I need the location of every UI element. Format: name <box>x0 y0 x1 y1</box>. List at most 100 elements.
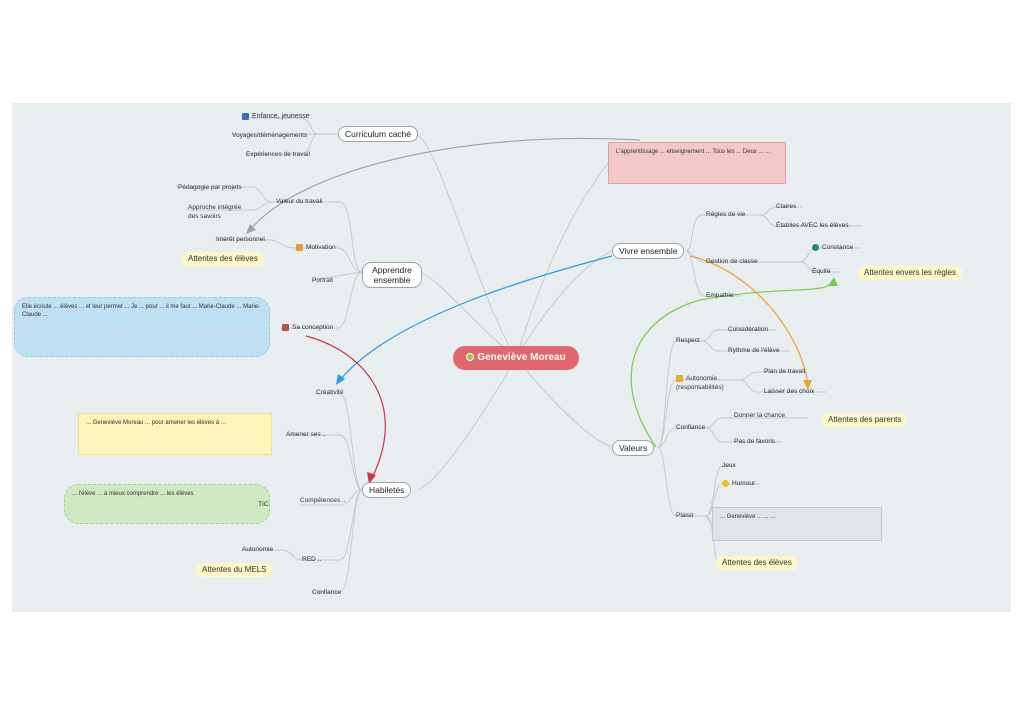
subtopic-regles[interactable]: Règles de vie <box>706 210 745 219</box>
subtopic-label: Voyages/déménagements <box>232 132 308 139</box>
subtopic-empathie[interactable]: Empathie <box>706 291 733 300</box>
subtopic-label: Confiance <box>312 589 342 596</box>
subtopic-label: Sa conception <box>292 324 334 331</box>
subtopic-autonomie-left[interactable]: Autonomie <box>242 545 273 554</box>
subtopic-label: Confiance <box>676 424 706 431</box>
note-gray[interactable]: ... Geneviève ... ... ... <box>712 507 882 541</box>
subtopic-label: Rythme de l'élève <box>728 347 780 354</box>
subtopic-interet[interactable]: Intérêt personnel <box>216 235 265 244</box>
person-icon <box>282 323 289 331</box>
note-text: L'apprentissage ... enseignement ... Tou… <box>616 149 771 155</box>
subtopic-constance[interactable]: Constance <box>812 243 853 252</box>
subtopic-label: Autonomie <box>242 546 274 553</box>
subtopic-autonomie[interactable]: Autonomie (responsabilités) <box>676 374 738 392</box>
note-text: ... Geneviève ... ... ... <box>720 514 776 520</box>
note-green[interactable]: ... l'élève ... à mieux comprendre ... l… <box>64 484 270 524</box>
subtopic-enfance[interactable]: Enfance, jeunesse <box>242 112 310 121</box>
callout-attentes-eleves-right[interactable]: Attentes des élèves <box>716 556 798 570</box>
subtopic-label: Établies AVEC les élèves <box>776 222 849 229</box>
callout-label: Attentes du MELS <box>202 565 267 574</box>
note-blue[interactable]: Elle écoute ... élèves ... et leur perme… <box>14 297 270 357</box>
subtopic-label: Créativité <box>316 389 344 396</box>
note-red[interactable]: L'apprentissage ... enseignement ... Tou… <box>608 142 786 184</box>
subtopic-gestion[interactable]: Gestion de classe <box>706 257 758 266</box>
subtopic-confiance[interactable]: Confiance <box>676 423 705 432</box>
subtopic-pedagogie-projets[interactable]: Pédagogie par projets <box>178 183 242 192</box>
subtopic-consideration[interactable]: Considération <box>728 325 768 334</box>
callout-attentes-eleves-left[interactable]: Attentes des élèves <box>182 252 264 266</box>
subtopic-valeur-travail[interactable]: Valeur du travail <box>276 197 323 206</box>
subtopic-label: Laisser des choix <box>764 388 815 395</box>
topic-valeurs[interactable]: Valeurs <box>612 440 655 456</box>
subtopic-label: Gestion de classe <box>706 258 758 265</box>
subtopic-etablies[interactable]: Établies AVEC les élèves <box>776 221 849 230</box>
topic-marker-icon <box>466 353 475 362</box>
central-topic-label: Geneviève Moreau <box>477 352 566 363</box>
subtopic-respect[interactable]: Respect <box>676 336 700 345</box>
topic-habiletes-label: Habiletés <box>369 485 405 495</box>
subtopic-confiance-left[interactable]: Confiance <box>312 588 341 597</box>
hand-icon <box>296 243 303 251</box>
subtopic-label: Respect <box>676 337 700 344</box>
note-text: Elle écoute ... élèves ... et leur perme… <box>22 304 261 318</box>
subtopic-label: RED .. <box>302 556 322 563</box>
subtopic-label: Empathie <box>706 292 734 299</box>
subtopic-plan-travail[interactable]: Plan de travail <box>764 367 805 376</box>
subtopic-portrait[interactable]: Portrait <box>312 276 333 285</box>
subtopic-label: Autonomie (responsabilités) <box>676 375 724 391</box>
subtopic-conception[interactable]: Sa conception <box>282 323 333 332</box>
callout-label: Attentes des élèves <box>722 558 792 567</box>
subtopic-label: Motivation <box>306 244 336 251</box>
subtopic-favoris[interactable]: Pas de favoris <box>734 437 775 446</box>
subtopic-creativite[interactable]: Créativité <box>316 388 343 397</box>
subtopic-claires[interactable]: Claires <box>776 202 796 211</box>
topic-valeurs-label: Valeurs <box>619 443 648 453</box>
tic-label: TIC <box>258 501 269 508</box>
subtopic-label: Approche intégrée des savoirs <box>188 204 242 220</box>
note-yellow[interactable]: ... Geneviève Moreau ... pour amener les… <box>78 413 272 455</box>
topic-vivre-label: Vivre ensemble <box>619 246 678 256</box>
subtopic-rythme[interactable]: Rythme de l'élève <box>728 346 779 355</box>
subtopic-label: Compétences .. <box>300 497 346 504</box>
subtopic-label: Pédagogie par projets <box>178 184 242 191</box>
subtopic-plaisir[interactable]: Plaisir <box>676 511 694 520</box>
subtopic-voyages[interactable]: Voyages/déménagements <box>232 131 307 140</box>
subtopic-label: Amener ses .. <box>286 431 327 438</box>
callout-attentes-parents[interactable]: Attentes des parents <box>822 413 908 427</box>
subtopic-label: Expériences de travail <box>246 151 310 158</box>
callout-label: Attentes des parents <box>828 415 902 424</box>
topic-vivre-ensemble[interactable]: Vivre ensemble <box>612 243 685 259</box>
subtopic-label: Considération <box>728 326 769 333</box>
label-tic[interactable]: TIC <box>258 500 268 509</box>
subtopic-label: Règles de vie <box>706 211 746 218</box>
subtopic-red[interactable]: RED .. <box>302 555 321 564</box>
subtopic-approche-integree[interactable]: Approche intégrée des savoirs <box>188 203 250 221</box>
subtopic-experiences[interactable]: Expériences de travail <box>246 150 310 159</box>
subtopic-laisser-choix[interactable]: Laisser des choix <box>764 387 814 396</box>
topic-habiletes[interactable]: Habiletés <box>362 482 412 498</box>
subtopic-competences[interactable]: Compétences .. <box>300 496 350 505</box>
subtopic-label: Plaisir <box>676 512 694 519</box>
subtopic-label: Équité <box>812 268 831 275</box>
central-topic[interactable]: Geneviève Moreau <box>453 346 579 370</box>
subtopic-jeux[interactable]: Jeux <box>722 461 736 470</box>
subtopic-label: Plan de travail <box>764 368 806 375</box>
topic-curriculum[interactable]: Curriculum caché <box>338 126 419 142</box>
subtopic-donner-chance[interactable]: Donner la chance <box>734 411 785 420</box>
topic-apprendre-ensemble[interactable]: Apprendre ensemble <box>362 262 422 288</box>
subtopic-amener[interactable]: Amener ses .. <box>286 430 326 439</box>
callout-attentes-regles[interactable]: Attentes envers les règles <box>858 266 963 280</box>
subtopic-label: Pas de favoris <box>734 438 776 445</box>
subtopic-humour[interactable]: Humour <box>722 479 755 488</box>
callout-label: Attentes envers les règles <box>864 268 957 277</box>
globe-icon <box>812 243 819 251</box>
callout-attentes-mels[interactable]: Attentes du MELS <box>196 563 273 577</box>
subtopic-label: Donner la chance <box>734 412 785 419</box>
book-icon <box>242 112 249 120</box>
subtopic-motivation[interactable]: Motivation <box>296 243 336 252</box>
subtopic-equite[interactable]: Équité <box>812 267 830 276</box>
subtopic-label: Humour <box>732 480 756 487</box>
subtopic-label: Valeur du travail <box>276 198 323 205</box>
subtopic-label: Intérêt personnel <box>216 236 265 243</box>
subtopic-label: Enfance, jeunesse <box>252 113 310 120</box>
